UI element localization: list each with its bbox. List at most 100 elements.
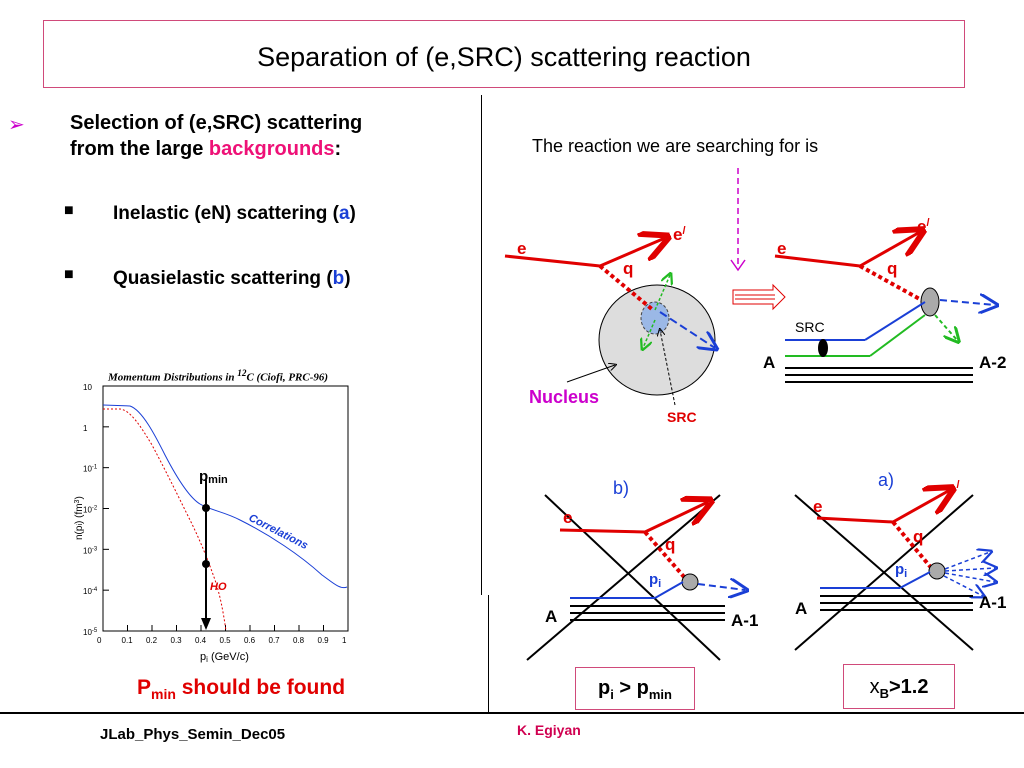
hadron-jet-1 [944, 552, 990, 570]
y-tick-label: 1 [83, 424, 88, 433]
y-tick-label: 10-1 [83, 465, 98, 474]
pi-rise-a [899, 571, 931, 589]
virtual-photon-a [891, 520, 935, 572]
A-label-b: A [545, 607, 557, 626]
blue-nucleon-rise [864, 301, 926, 341]
pi-label-a: pi [895, 561, 907, 580]
x-tick-label: 0 [97, 636, 102, 645]
y-tick-label: 10-5 [83, 628, 98, 637]
recoil-nucleon-down [643, 319, 656, 348]
x-tick-label: 0.9 [318, 636, 330, 645]
found-rest: should be found [175, 676, 346, 699]
x-tick-label: 0.4 [195, 636, 207, 645]
cond-b-i: i [610, 687, 614, 702]
y-tick-label: 10-2 [83, 506, 98, 515]
list-item-quasielastic: Quasielastic scattering (b) [113, 268, 351, 290]
virtual-photon [598, 264, 655, 312]
reaction-text: The reaction we are searching for is [532, 136, 819, 156]
footer-left: JLab_Phys_Semin_Dec05 [100, 726, 286, 743]
search-arrowhead [730, 259, 746, 272]
correlation-curve [102, 404, 348, 589]
plot-title-pre: Momentum Distributions in [108, 371, 238, 384]
nucleon-pair [920, 287, 940, 317]
src-pair [640, 301, 670, 335]
cond-b-gt: > p [613, 677, 649, 699]
cond-a-x: x [869, 676, 880, 698]
nucleon-b [681, 573, 699, 591]
e-label-b: e [563, 508, 572, 527]
eprime-label-a: e/ [947, 479, 960, 498]
a-label: a) [878, 470, 894, 490]
cond-b-min: min [648, 687, 672, 702]
title-frame [43, 20, 965, 88]
x-tick-label: 0.3 [171, 636, 183, 645]
square-bullet-icon: ■ [64, 266, 74, 283]
item1-letter: a [338, 203, 350, 224]
ejected-nucleon-b [697, 584, 745, 590]
scattered-electron-2 [859, 232, 920, 268]
scattered-electron [599, 238, 665, 268]
hadron-jet-3 [944, 572, 995, 582]
selection-line2-post: : [334, 138, 342, 160]
column-divider-upper [481, 95, 482, 595]
x-tick-label: 0.2 [146, 636, 158, 645]
reaction-diagrams: e e/ q Nucleus SRC e e/ q SRC A A-2 b) e… [504, 168, 1006, 661]
ejected-nucleon-2 [939, 300, 995, 305]
A1-label-b: A-1 [731, 611, 758, 630]
list-item-inelastic: Inelastic (eN) scattering (a) [113, 203, 356, 225]
transition-arrow [732, 283, 786, 311]
x-tick-label: 1 [342, 636, 347, 645]
ho-curve [103, 408, 227, 632]
plot-title-sup: 12 [237, 368, 247, 378]
green-nucleon-rise [869, 314, 926, 357]
incoming-electron-b [559, 528, 646, 534]
footer-author: K. Egiyan [517, 722, 581, 738]
ejected-nucleon [659, 311, 715, 348]
pmin-label: pmin [199, 468, 228, 486]
src-pointer [660, 330, 676, 406]
A1-label-a: A-1 [979, 593, 1006, 612]
src-label-1: SRC [667, 409, 697, 425]
cross-line-b1 [544, 494, 721, 661]
found-p: P [137, 676, 152, 699]
item1-text: Inelastic (eN) scattering ( [113, 203, 339, 224]
b-label: b) [613, 478, 629, 498]
x-tick-label: 0.7 [269, 636, 281, 645]
cross-line-a2 [794, 494, 974, 651]
eprime-label-2: e/ [917, 217, 930, 236]
pi-rise-b [654, 581, 684, 599]
nucleus-label: Nucleus [529, 387, 599, 407]
point-correlation [202, 504, 210, 512]
A-label-2: A [763, 353, 775, 372]
src-marker [818, 339, 828, 357]
page-title: Separation of (e,SRC) scattering reactio… [257, 42, 751, 72]
cond-a-rest: >1.2 [888, 676, 929, 698]
hadron-jet-2 [944, 568, 995, 571]
plot-title: Momentum Distributions in 12C (Ciofi, PR… [108, 368, 328, 384]
item2-letter: b [332, 268, 345, 289]
plot-frame [102, 385, 349, 632]
x-tick-label: 0.8 [293, 636, 305, 645]
selection-line1: Selection of (e,SRC) scattering [70, 112, 363, 134]
e-label-a: e [813, 497, 822, 516]
point-ho [202, 560, 210, 568]
hadron-jet-4 [943, 575, 983, 596]
x-tick-label: 0.5 [220, 636, 232, 645]
item2-text: Quasielastic scattering ( [113, 268, 333, 289]
incoming-electron-a [816, 516, 894, 524]
correlations-label: Correlations [247, 512, 310, 552]
q-label-b: q [665, 535, 675, 554]
nucleus-circle [598, 284, 716, 396]
x-tick-label: 0.6 [244, 636, 256, 645]
q-label-1: q [623, 259, 633, 278]
scattered-electron-a [892, 490, 950, 524]
e-label-1: e [517, 239, 526, 258]
condition-box-b: pi > pmin [575, 667, 695, 710]
A2-label: A-2 [979, 353, 1006, 372]
virtual-photon-2 [859, 264, 926, 304]
y-tick-label: 10 [83, 383, 92, 392]
y-axis-label: n(pi) (fm3) [74, 496, 85, 540]
ho-label: HO [210, 581, 227, 593]
q-label-a: q [913, 527, 923, 546]
